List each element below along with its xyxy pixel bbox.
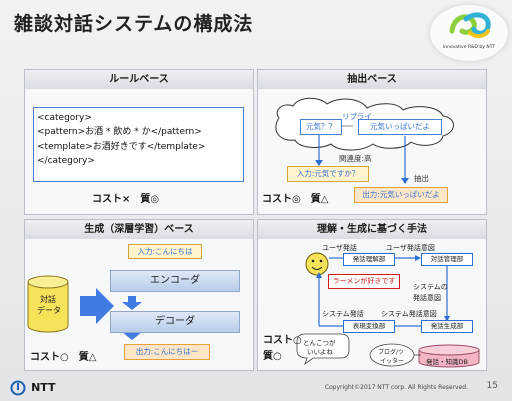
database-cylinder-icon — [418, 344, 480, 368]
cloud-utterance-right: 元気いっぱいだよ — [358, 119, 442, 135]
dialog-management-box: 対話管理部 — [421, 253, 473, 266]
encoder-box: エンコーダ — [110, 270, 240, 292]
generation-diagram — [27, 270, 142, 340]
slide-title: 雑談対話システムの構成法 — [14, 13, 254, 35]
rule-based-header: ルールベース — [25, 70, 253, 89]
decoder-box: デコーダ — [110, 311, 240, 333]
relevance-label: 関連度:高 — [339, 154, 372, 163]
rule-cost-quality: コスト× 質◎ — [92, 194, 160, 205]
generation-output-box: 出力:こんにちはー — [124, 344, 210, 360]
system-intent-label-1: システムの — [413, 283, 448, 291]
ramen-utterance-box: ラーメンが好きです — [328, 274, 400, 289]
utterance-understanding-box: 発話理解部 — [343, 253, 395, 266]
smiley-user-icon — [305, 252, 329, 276]
code-line: <category> — [37, 113, 92, 123]
code-line: </category> — [37, 156, 95, 167]
knowledge-db-label: 発話・知識DB — [426, 358, 468, 366]
aiml-code-box: <category> <pattern>お酒 * 飲め * か</pattern… — [33, 107, 244, 182]
system-utterance-label: システム発話 — [322, 310, 364, 318]
understanding-quality: 質○ — [263, 351, 282, 362]
logo-swirl-icon — [449, 12, 491, 39]
dialogue-data-label-2: データ — [37, 306, 61, 315]
dialogue-data-label: 対話 — [40, 295, 56, 304]
generation-based-header: 生成（深層学習）ベース — [25, 220, 253, 239]
expression-conversion-box: 表現変換部 — [343, 320, 395, 333]
extraction-cost-quality: コスト◎ 質△ — [262, 194, 329, 205]
extraction-input-box: 入力:元気ですか？ — [287, 166, 369, 182]
system-intent-label-2: 発話意図 — [413, 294, 441, 302]
code-line: <template>お酒好きです</template> — [37, 141, 206, 152]
innovative-rd-logo: Innovative R&D by NTT — [430, 5, 508, 61]
extract-label: 抽出 — [414, 174, 429, 183]
page-number: 15 — [486, 381, 498, 391]
ntt-logo: NTT — [10, 377, 56, 395]
database-cylinder-icon — [27, 275, 69, 333]
extraction-based-header: 抽出ベース — [258, 70, 486, 89]
ntt-logo-icon — [10, 380, 26, 395]
cloud-utterance-left: 元気？？ — [300, 119, 342, 135]
logo-caption: Innovative R&D by NTT — [442, 45, 496, 50]
utterance-generation-box: 発話生成部 — [421, 320, 473, 333]
extraction-output-box: 出力:元気いっぱいだよ — [354, 187, 448, 203]
blog-twitter-line-2: イッター — [380, 358, 405, 365]
understanding-cost: コスト○ — [263, 335, 302, 346]
understanding-generation-header: 理解・生成に基づく手法 — [258, 220, 486, 239]
understanding-diagram — [296, 252, 480, 368]
system-utterance-intent-label: システム発話意図 — [381, 310, 437, 318]
code-line: <pattern>お酒 * 飲め * か</pattern> — [37, 127, 202, 138]
tonkotsu-bubble-line-1: とんこつが — [303, 339, 336, 347]
generation-cost-quality: コスト○ 質△ — [30, 352, 97, 363]
ntt-wordmark: NTT — [31, 381, 56, 394]
user-utterance-label: ユーザ発話 — [322, 244, 357, 252]
reply-label: リプライ — [342, 112, 372, 121]
user-intent-label: ユーザ発話意図 — [386, 244, 435, 252]
tonkotsu-bubble-line-2: いいよね — [307, 348, 333, 356]
blog-twitter-line-1: ブログ/ツ — [378, 349, 405, 356]
generation-input-box: 入力:こんにちは — [128, 244, 202, 259]
copyright-text: Copyright©2017 NTT corp. All Rights Rese… — [324, 384, 468, 391]
